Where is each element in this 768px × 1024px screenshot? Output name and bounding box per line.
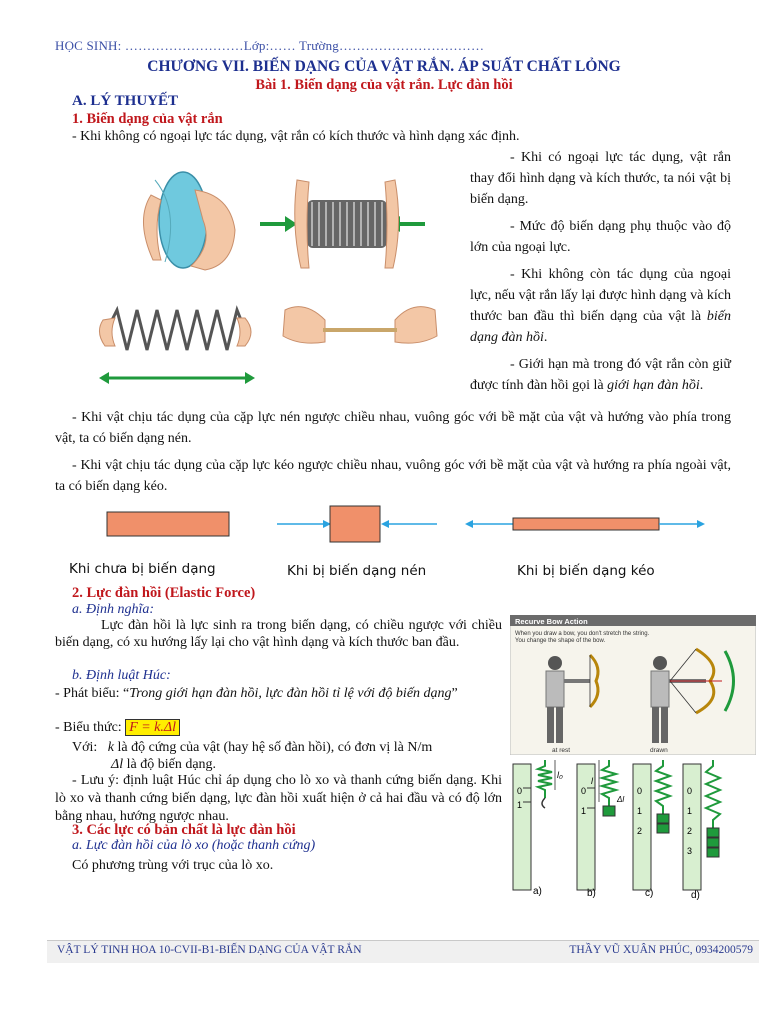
spring-force-text: Có phương trùng với trục của lò xo.	[72, 858, 274, 873]
deformation-illustration	[99, 171, 438, 384]
deformation-blocks-diagram	[106, 505, 705, 543]
k-description: là độ cứng của vật (hay hệ số đàn hồi), …	[114, 740, 433, 755]
bow-desc-line2: You change the shape of the bow.	[515, 638, 606, 644]
caption-undeformed: Khi chưa bị biến dạng	[69, 561, 216, 577]
footer-right-text: THẦY VŨ XUÂN PHÚC, 0934200579	[569, 944, 753, 956]
para-tension: - Khi vật chịu tác dụng của cặp lực kéo …	[55, 458, 731, 494]
definition-text: Lực đàn hồi là lực sinh ra trong biến dạ…	[55, 618, 502, 650]
lesson-title: Bài 1. Biến dạng của vật rắn. Lực đàn hồ…	[255, 77, 513, 93]
period: .	[543, 330, 548, 345]
hooke-note: - Lưu ý: định luật Húc chỉ áp dụng cho l…	[55, 773, 502, 824]
bow-figure-title: Recurve Bow Action	[515, 617, 588, 626]
scale-b-tick-0: 0	[581, 786, 586, 796]
label-a: a)	[533, 886, 542, 897]
with-label: Với:	[72, 740, 98, 755]
variable-dl-line: Δl là độ biến dạng.	[111, 754, 216, 775]
right-para-elastic-deformation: - Khi không còn tác dụng của ngoại lực, …	[470, 264, 731, 348]
label-l: l	[591, 776, 594, 786]
right-para-degree: - Mức độ biến dạng phụ thuộc vào độ lớn …	[470, 219, 731, 255]
archer-at-rest	[545, 653, 600, 743]
chapter-title: CHƯƠNG VII. BIẾN DẠNG CỦA VẬT RẮN. ÁP SU…	[147, 58, 621, 75]
scale-c-tick-2: 2	[637, 826, 642, 836]
squeezed-ball-image	[142, 171, 236, 271]
hooke-law-label: b. Định luật Húc:	[72, 668, 171, 683]
label-at-rest: at rest	[552, 747, 570, 754]
label-drawn: drawn	[650, 747, 668, 754]
label-c: c)	[645, 888, 653, 899]
bow-desc-line1: When you draw a bow, you don't stretch t…	[515, 631, 650, 637]
spring-scale-a: 0 1 l₀	[512, 760, 563, 891]
delta-l-description: là độ biến dạng.	[123, 757, 217, 772]
scale-d-tick-3: 3	[687, 846, 692, 856]
student-info-line: HỌC SINH: ………………………Lớp:…… Trường………………………	[55, 38, 485, 53]
scale-d-tick-1: 1	[687, 806, 692, 816]
archer-drawn	[650, 647, 735, 743]
symbol-k: k	[107, 740, 115, 755]
block-compressed	[277, 505, 437, 543]
scale-a-tick-1: 1	[517, 800, 522, 810]
block-undeformed	[106, 511, 230, 537]
label-d: d)	[691, 890, 700, 901]
scale-c-tick-0: 0	[637, 786, 642, 796]
para-compression: - Khi vật chịu tác dụng của cặp lực nén …	[55, 410, 731, 446]
symbol-delta-l: Δl	[111, 757, 124, 772]
hooke-formula: F = k.Δl	[125, 719, 181, 736]
section-2-heading: 2. Lực đàn hồi (Elastic Force)	[72, 585, 256, 601]
scale-a-tick-0: 0	[517, 786, 522, 796]
hooke-statement: - Phát biểu: “Trong giới hạn đàn hồi, lự…	[55, 684, 502, 703]
statement-suffix: ”	[451, 686, 458, 701]
statement-prefix: - Phát biểu: “	[55, 686, 130, 701]
term-elastic-limit: giới hạn đàn hồi	[607, 378, 700, 393]
right-para-limit-text: - Giới hạn mà trong đó vật rắn còn giữ đ…	[470, 357, 731, 393]
caption-stretched: Khi bị biến dạng kéo	[517, 563, 655, 579]
line-no-force: - Khi không có ngoại lực tác dụng, vật r…	[72, 129, 520, 144]
stretched-band-image	[282, 306, 438, 344]
variable-k-line: Với: k là độ cứng của vật (hay hệ số đàn…	[72, 737, 432, 758]
section-3-heading: 3. Các lực có bản chất là lực đàn hồi	[72, 822, 296, 838]
label-b: b)	[587, 888, 596, 899]
footer-left-text: VẬT LÝ TINH HOA 10-CVII-B1-BIẾN DẠNG CỦA…	[57, 944, 362, 956]
section-a-heading: A. LÝ THUYẾT	[72, 93, 178, 109]
scale-d-tick-0: 0	[687, 786, 692, 796]
label-l0: l₀	[557, 770, 563, 780]
definition-label: a. Định nghĩa:	[72, 602, 155, 617]
page-footer: VẬT LÝ TINH HOA 10-CVII-B1-BIẾN DẠNG CỦA…	[47, 940, 759, 963]
expression-prefix: - Biểu thức:	[55, 720, 126, 735]
spring-scale-c: 0 1 2	[632, 760, 673, 891]
block-stretched	[465, 517, 705, 531]
right-para-deformation: - Khi có ngoại lực tác dụng, vật rắn tha…	[470, 150, 731, 207]
spring-scale-d: 0 1 2 3	[682, 760, 723, 891]
statement-text: Trong giới hạn đàn hồi, lực đàn hồi tỉ l…	[129, 686, 452, 701]
compressed-spring-image	[260, 179, 425, 269]
section-1-heading: 1. Biến dạng của vật rắn	[72, 111, 223, 127]
recurve-bow-figure: Recurve Bow Action When you draw a bow, …	[510, 615, 756, 755]
spring-scale-b: 0 1 l Δl	[576, 760, 624, 891]
term-elastic-deformation: biến dạng đàn hồi	[470, 309, 731, 345]
scale-c-tick-1: 1	[637, 806, 642, 816]
stretched-spring-image	[99, 305, 255, 384]
period: .	[699, 378, 704, 393]
scale-d-tick-2: 2	[687, 826, 692, 836]
right-para-elastic-text: - Khi không còn tác dụng của ngoại lực, …	[470, 267, 731, 324]
hooke-expression: - Biểu thức: F = k.Δl	[55, 717, 181, 738]
right-para-elastic-limit: - Giới hạn mà trong đó vật rắn còn giữ đ…	[470, 354, 731, 396]
scale-b-tick-1: 1	[581, 806, 586, 816]
spring-force-label: a. Lực đàn hồi của lò xo (hoặc thanh cứn…	[72, 838, 316, 853]
label-delta-l: Δl	[616, 795, 624, 804]
caption-compressed: Khi bị biến dạng nén	[287, 563, 427, 579]
spring-scales-figure: 0 1 l₀ 0 1 l Δl 0 1 2 0 1 2 3	[512, 760, 723, 901]
